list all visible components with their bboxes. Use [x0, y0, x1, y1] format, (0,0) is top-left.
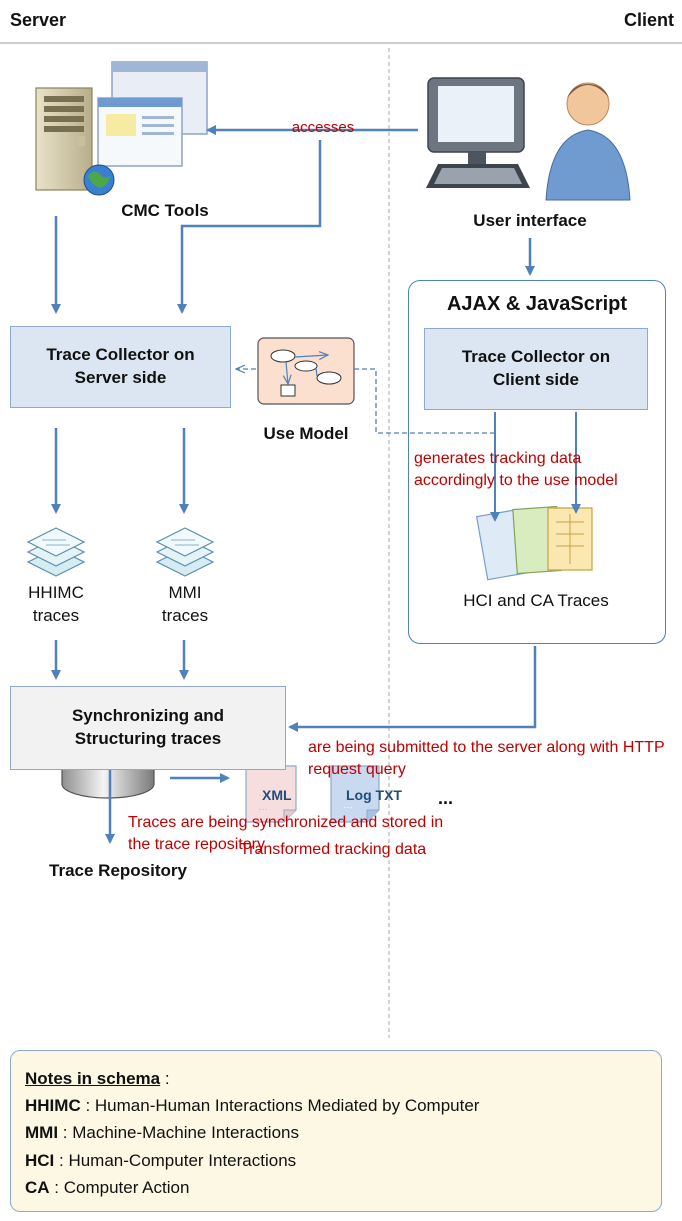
notes-term: MMI — [25, 1123, 59, 1143]
xml-label: XML — [262, 787, 292, 803]
notes-item: CA : Computer Action — [25, 1174, 647, 1201]
trace-collector-client-box: Trace Collector on Client side — [424, 328, 648, 410]
notes-item: HHIMC : Human-Human Interactions Mediate… — [25, 1092, 647, 1119]
trace-collector-server-label: Trace Collector on Server side — [46, 345, 195, 387]
accesses-annotation: accesses — [291, 119, 355, 136]
user-interface-label: User interface — [473, 211, 587, 230]
sync-structuring-box: Synchronizing and Structuring traces — [10, 686, 286, 770]
notes-title-suffix: : — [160, 1069, 170, 1088]
cmc-tools-label: CMC Tools — [121, 201, 209, 220]
notes-title: Notes in schema — [25, 1069, 161, 1088]
notes-term: HCI — [25, 1150, 55, 1170]
trace-collector-client-label: Trace Collector on Client side — [461, 347, 611, 389]
cmc-to-collector-arrow-2 — [177, 140, 322, 314]
generates-annotation: generates tracking data accordingly to t… — [414, 450, 618, 490]
svg-text:…: … — [343, 800, 353, 811]
submitted-annotation: are being submitted to the server along … — [308, 739, 665, 779]
ajax-javascript-title: AJAX & JavaScript — [446, 293, 628, 315]
xml-document-icon: … … — [245, 765, 297, 823]
notes-definition: : Human-Human Interactions Mediated by C… — [80, 1096, 480, 1116]
svg-text:…: … — [258, 788, 268, 799]
trace-repository-label: Trace Repository — [49, 861, 187, 880]
sync-structuring-label: Synchronizing and Structuring traces — [71, 706, 225, 748]
more-ellipsis: ... — [438, 788, 454, 808]
hhimc-trace-stack-icon — [26, 527, 86, 577]
notes-definition: : Computer Action — [49, 1177, 190, 1197]
server-header: Server — [10, 10, 67, 30]
trace-collector-server-box: Trace Collector on Server side — [10, 326, 231, 408]
use-model-label: Use Model — [263, 424, 349, 443]
notes-header: Notes in schema : — [25, 1065, 647, 1092]
server-icon — [35, 61, 208, 196]
ajax-javascript-container — [408, 280, 666, 644]
hci-ca-documents-icon — [475, 505, 593, 581]
log-txt-label: Log TXT — [346, 787, 402, 803]
notes-term: CA — [25, 1177, 50, 1197]
mmi-trace-stack-icon — [155, 527, 215, 577]
notes-item: HCI : Human-Computer Interactions — [25, 1147, 647, 1174]
hci-ca-traces-label: HCI and CA Traces — [463, 591, 609, 610]
log-txt-document-icon: … — [330, 765, 380, 823]
notes-panel: Notes in schema : HHIMC : Human-Human In… — [10, 1050, 662, 1212]
use-model-to-client-collector-link — [354, 368, 495, 434]
svg-text:…: … — [258, 802, 268, 813]
transformed-annotation: Transformed tracking data — [240, 841, 427, 858]
synchronized-annotation: Traces are being synchronized and stored… — [128, 814, 444, 854]
notes-definition: : Human-Computer Interactions — [54, 1150, 297, 1170]
client-header: Client — [623, 10, 674, 30]
user-computer-icon — [426, 77, 631, 201]
notes-item: MMI : Machine-Machine Interactions — [25, 1119, 647, 1146]
use-model-icon — [257, 337, 355, 405]
notes-definition: : Machine-Machine Interactions — [58, 1123, 299, 1143]
notes-term: HHIMC — [25, 1096, 81, 1116]
mmi-traces-label: MMI traces — [161, 583, 209, 625]
submit-to-server-arrow — [288, 646, 537, 732]
hhimc-traces-label: HHIMC traces — [28, 583, 84, 625]
